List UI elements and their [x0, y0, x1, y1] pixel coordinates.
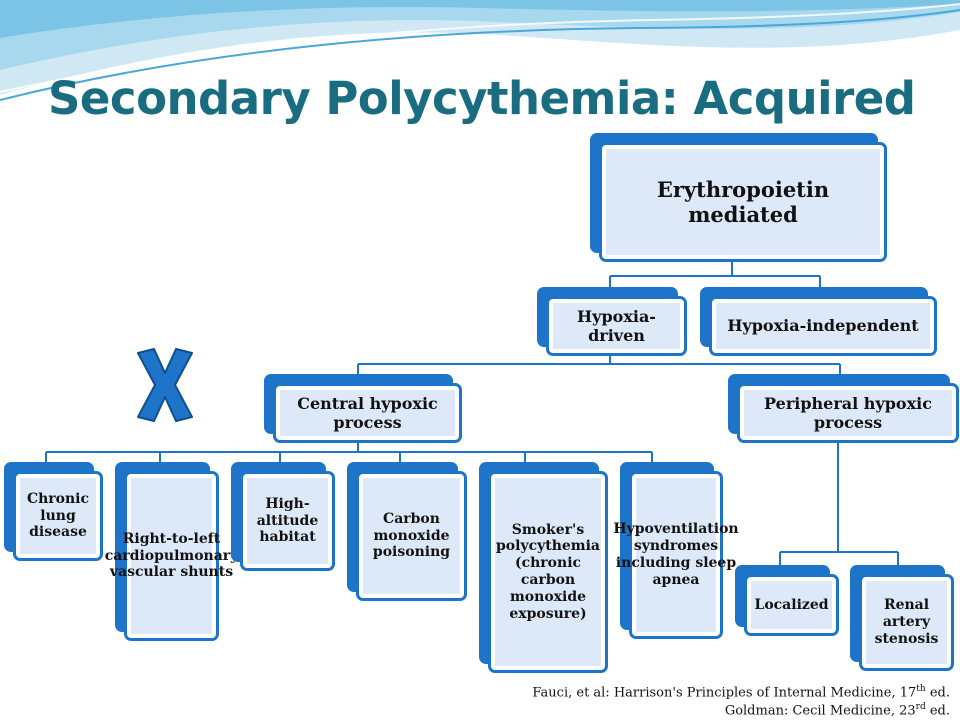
- node-high-altitude-habitat: High-altitude habitat: [231, 462, 335, 571]
- node-hypoxia-independent: Hypoxia-independent: [700, 287, 937, 356]
- node-label: Hypoxia-independent: [727, 316, 919, 336]
- slide-title: Secondary Polycythemia: Acquired: [48, 72, 916, 125]
- node-renal-artery-stenosis: Renal artery stenosis: [850, 565, 954, 671]
- node-label: Carbon monoxide poisoning: [372, 510, 451, 561]
- node-chronic-lung-disease: Chronic lung disease: [4, 462, 103, 561]
- x-mark-icon: [137, 348, 193, 422]
- node-peripheral-hypoxic-process: Peripheral hypoxic process: [728, 374, 959, 443]
- node-label: Hypoventilation syndromes including slee…: [613, 521, 739, 588]
- node-label: Central hypoxic process: [297, 393, 438, 432]
- node-label: Smoker's polycythemia (chronic carbon mo…: [496, 521, 600, 622]
- node-label: Erythropoietin mediated: [656, 176, 830, 227]
- node-carbon-monoxide-poisoning: Carbon monoxide poisoning: [347, 462, 467, 601]
- citation-cecil: Goldman: Cecil Medicine, 23rd ed.: [724, 702, 950, 719]
- node-label: Renal artery stenosis: [874, 597, 939, 647]
- node-smokers-polycythemia: Smoker's polycythemia (chronic carbon mo…: [479, 462, 608, 673]
- wave-decoration: [0, 0, 960, 101]
- citation-harrison: Fauci, et al: Harrison's Principles of I…: [532, 684, 950, 701]
- node-label: High-altitude habitat: [256, 495, 319, 546]
- node-hypoxia-driven: Hypoxia-driven: [537, 287, 687, 356]
- node-central-hypoxic-process: Central hypoxic process: [264, 374, 462, 443]
- node-label: Peripheral hypoxic process: [764, 393, 932, 432]
- citations: Fauci, et al: Harrison's Principles of I…: [532, 684, 950, 720]
- node-label: Right-to-left cardiopulmonary vascular s…: [104, 530, 239, 581]
- node-label: Chronic lung disease: [26, 490, 90, 541]
- node-hypoventilation-syndromes: Hypoventilation syndromes including slee…: [613, 462, 739, 639]
- node-right-to-left-shunts: Right-to-left cardiopulmonary vascular s…: [105, 462, 238, 641]
- node-label: Localized: [754, 596, 829, 613]
- node-localized: Localized: [735, 565, 839, 636]
- node-label: Hypoxia-driven: [577, 306, 656, 345]
- node-erythropoietin-mediated: Erythropoietin mediated: [590, 133, 887, 262]
